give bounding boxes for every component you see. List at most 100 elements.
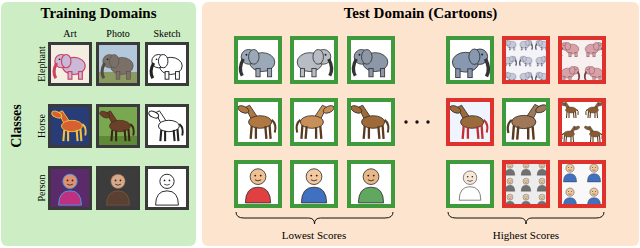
person-figure [301,169,326,203]
image-thumbnail [234,160,282,208]
image-frame [504,38,548,82]
image-thumbnail [290,98,338,146]
image-thumbnail [502,98,550,146]
image-frame [560,38,604,82]
ellipsis-dot [404,120,407,123]
horse-figure [237,104,276,139]
person-figure [505,178,515,191]
person-figure [358,169,383,203]
horse-figure [99,110,134,141]
image-frame [236,162,280,206]
person-figure [156,174,179,205]
horse-figure [508,103,549,139]
horse-figure [584,125,602,142]
elephant-figure [520,56,532,66]
image-frame [292,100,336,144]
person-figure [563,164,576,182]
image-thumbnail [290,160,338,208]
curly-brace [236,212,393,224]
image-thumbnail [96,42,140,86]
person-figure [521,162,531,175]
image-frame [560,100,604,144]
elephant-figure [520,40,532,50]
elephant-figure [240,50,274,77]
horse-figure [297,104,336,139]
horse-figure [562,125,580,142]
row-header: Person [36,174,47,201]
image-thumbnail [347,98,395,146]
elephant-figure [353,50,387,77]
elephant-figure [54,55,85,80]
person-figure [521,178,531,191]
image-frame [50,44,91,85]
image-frame [98,44,139,85]
curly-brace [448,212,604,224]
column-header: Photo [106,28,129,39]
axis-title: Classes [9,104,24,148]
person-figure [107,174,130,205]
image-frame [292,162,336,206]
person-figure [587,164,600,182]
image-thumbnail [558,36,606,84]
elephant-figure [151,55,182,80]
image-thumbnail [558,160,606,208]
column-header: Art [63,28,76,39]
image-frame [98,168,139,209]
person-figure [587,188,600,206]
elephant-figure [561,43,579,57]
image-thumbnail [558,98,606,146]
person-figure [563,188,576,206]
image-frame [147,168,188,209]
image-thumbnail [145,42,189,86]
horse-figure [560,101,578,118]
person-figure [537,162,547,175]
person-figure [537,178,547,191]
image-thumbnail [48,166,92,210]
image-thumbnail [145,104,189,148]
image-frame [504,100,548,144]
horse-figure [586,101,604,118]
panel-title: Test Domain (Cartoons) [202,2,639,22]
image-frame [147,106,188,147]
image-thumbnail [234,36,282,84]
image-thumbnail [347,36,395,84]
ellipsis-dot [426,120,429,123]
image-thumbnail [502,36,550,84]
person-figure [459,171,481,200]
column-header: Sketch [153,28,180,39]
image-thumbnail [446,160,494,208]
horse-figure [148,110,183,141]
image-thumbnail [96,104,140,148]
image-thumbnail [446,36,494,84]
image-frame [349,162,393,206]
image-frame [448,100,492,144]
panel-title: Training Domains [1,2,196,22]
elephant-figure [102,55,133,80]
image-frame [236,100,280,144]
person-figure [505,162,515,175]
image-frame [147,44,188,85]
person-figure [59,174,82,205]
image-frame [560,162,604,206]
image-frame [349,100,393,144]
image-thumbnail [48,104,92,148]
image-frame [50,106,91,147]
ellipsis-dot [415,120,418,123]
image-frame [292,38,336,82]
elephant-figure [585,67,603,81]
row-header: Horse [36,114,47,138]
image-frame [236,38,280,82]
image-thumbnail [96,166,140,210]
elephant-figure [561,67,579,81]
horse-figure [449,104,488,139]
image-frame [504,162,548,206]
horse-figure [350,104,389,139]
person-figure [245,169,270,203]
image-thumbnail [145,166,189,210]
image-thumbnail [290,36,338,84]
group-caption: Highest Scores [493,229,559,241]
image-frame [98,106,139,147]
image-frame [50,168,91,209]
